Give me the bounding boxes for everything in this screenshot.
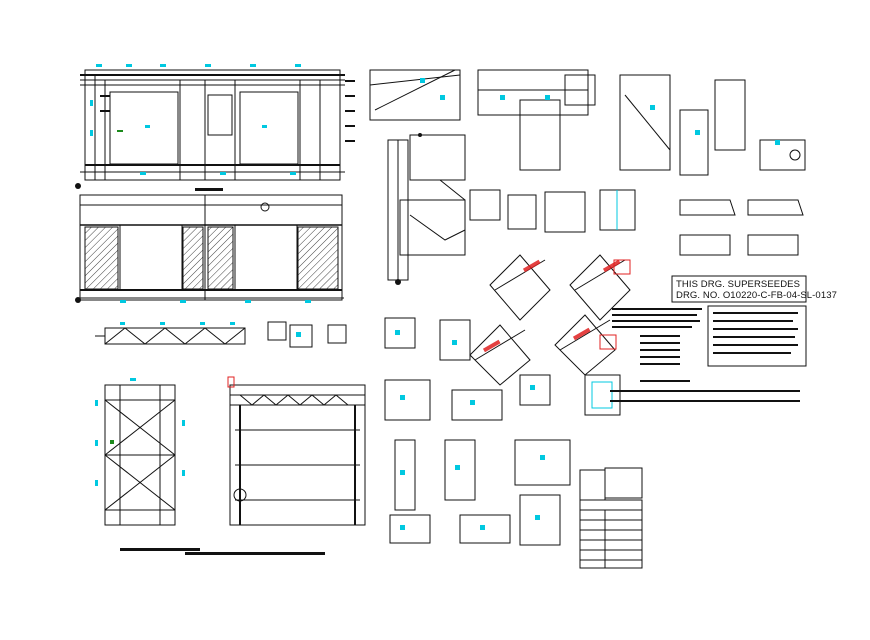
bracing-plan [104,384,176,526]
supersede-note: THIS DRG. SUPERSEEDES DRG. NO. O10220-C-… [676,279,837,301]
elevation-dims-top [90,64,301,175]
front-elevation-view [80,69,345,181]
hatched-wall-panels [84,226,339,290]
member-section-profiles [679,199,804,256]
roof-connection-details [369,69,806,176]
portal-frame-elevation [229,384,366,526]
member-schedule-table [579,467,643,569]
general-notes-block [610,308,800,402]
supersede-note-box [671,275,807,303]
base-plate-details [384,317,621,546]
truss-elevation [95,321,347,348]
specification-notes-box [707,305,807,367]
rear-elevation-view [78,194,344,301]
supersede-note-line-1: THIS DRG. SUPERSEEDES [676,279,801,290]
supersede-note-line-2: DRG. NO. O10220-C-FB-04-SL-0137 [676,290,837,301]
